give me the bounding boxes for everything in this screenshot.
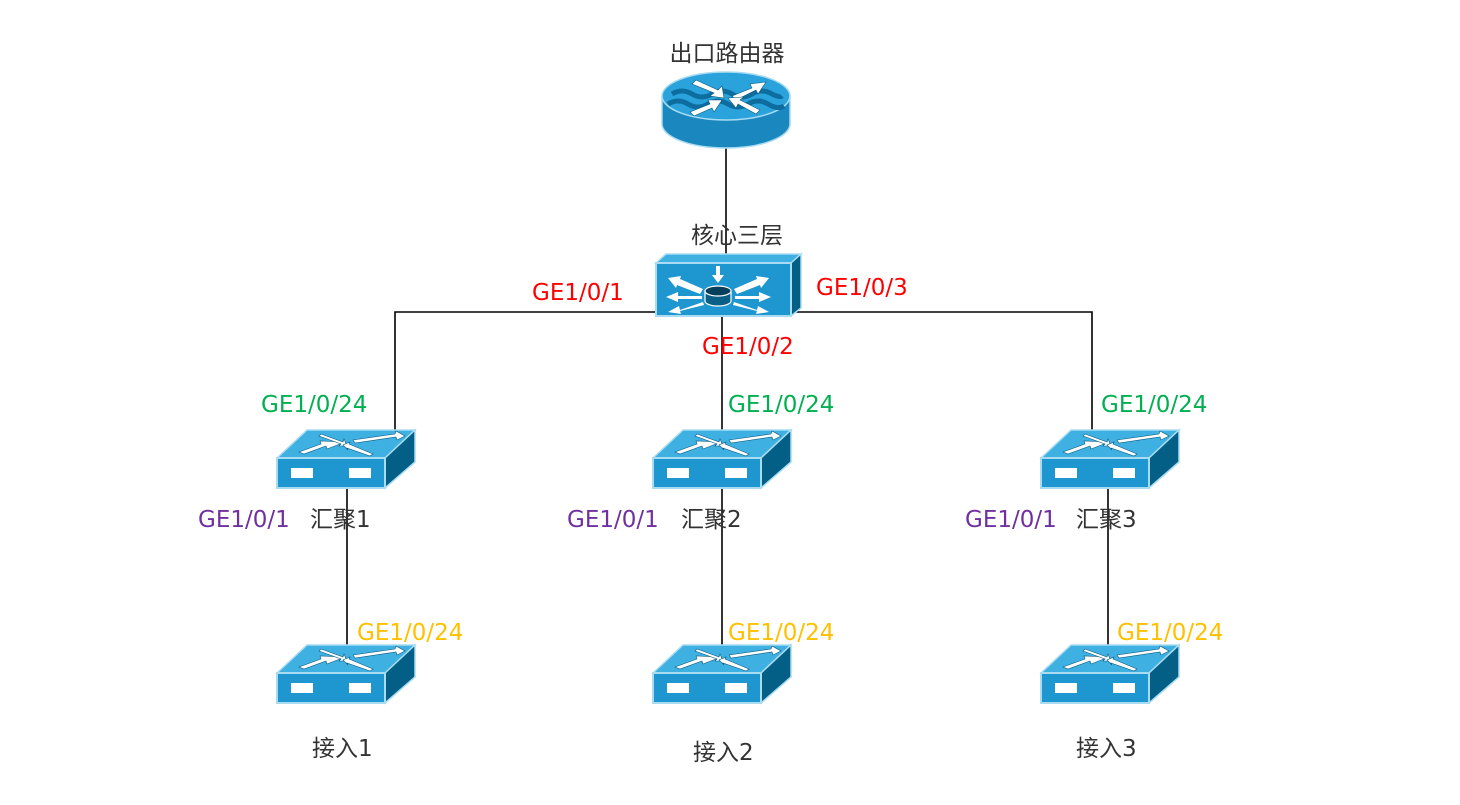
acc3-label: 接入3 <box>1076 736 1137 762</box>
layer3-switch-icon <box>654 252 803 318</box>
links <box>346 148 1109 645</box>
agg3-label: 汇聚3 <box>1076 507 1137 533</box>
acc2-switch-device[interactable]: 接入2 <box>652 644 792 766</box>
agg1-up-port-label: GE1/0/24 <box>261 392 367 418</box>
core-port-label-ge1-0-1: GE1/0/1 <box>532 280 624 306</box>
agg2-up-port-label: GE1/0/24 <box>728 392 834 418</box>
core-port-label-ge1-0-3: GE1/0/3 <box>816 275 908 301</box>
core-switch-device[interactable]: 核心三层 <box>654 223 803 318</box>
agg2-label: 汇聚2 <box>681 507 742 533</box>
switch-icon <box>276 429 416 489</box>
agg3-up-port-label: GE1/0/24 <box>1101 392 1207 418</box>
acc3-up-port-label: GE1/0/24 <box>1117 620 1223 646</box>
acc1-label: 接入1 <box>312 736 373 762</box>
acc3-switch-device[interactable]: 接入3 <box>1040 644 1180 762</box>
agg3-down-port-label: GE1/0/1 <box>965 507 1057 533</box>
agg1-label: 汇聚1 <box>310 507 371 533</box>
router-icon <box>661 71 791 149</box>
agg1-down-port-label: GE1/0/1 <box>198 507 290 533</box>
agg1-switch-device[interactable]: 汇聚1 <box>276 429 416 533</box>
acc2-label: 接入2 <box>693 740 754 766</box>
acc1-up-port-label: GE1/0/24 <box>357 620 463 646</box>
agg2-switch-device[interactable]: 汇聚2 <box>652 429 792 533</box>
switch-icon <box>276 644 416 704</box>
link-core-agg1 <box>394 311 656 432</box>
router-label: 出口路由器 <box>670 41 785 67</box>
core-switch-label: 核心三层 <box>691 223 783 249</box>
core-port-label-ge1-0-2: GE1/0/2 <box>702 334 794 360</box>
switch-icon <box>1040 644 1180 704</box>
switch-icon <box>1040 429 1180 489</box>
acc2-up-port-label: GE1/0/24 <box>728 620 834 646</box>
switch-icon <box>652 644 792 704</box>
switch-icon <box>652 429 792 489</box>
acc1-switch-device[interactable]: 接入1 <box>276 644 416 762</box>
router-device[interactable]: 出口路由器 <box>661 41 791 149</box>
link-core-agg3 <box>788 311 1093 432</box>
agg3-switch-device[interactable]: 汇聚3 <box>1040 429 1180 533</box>
agg2-down-port-label: GE1/0/1 <box>567 507 659 533</box>
